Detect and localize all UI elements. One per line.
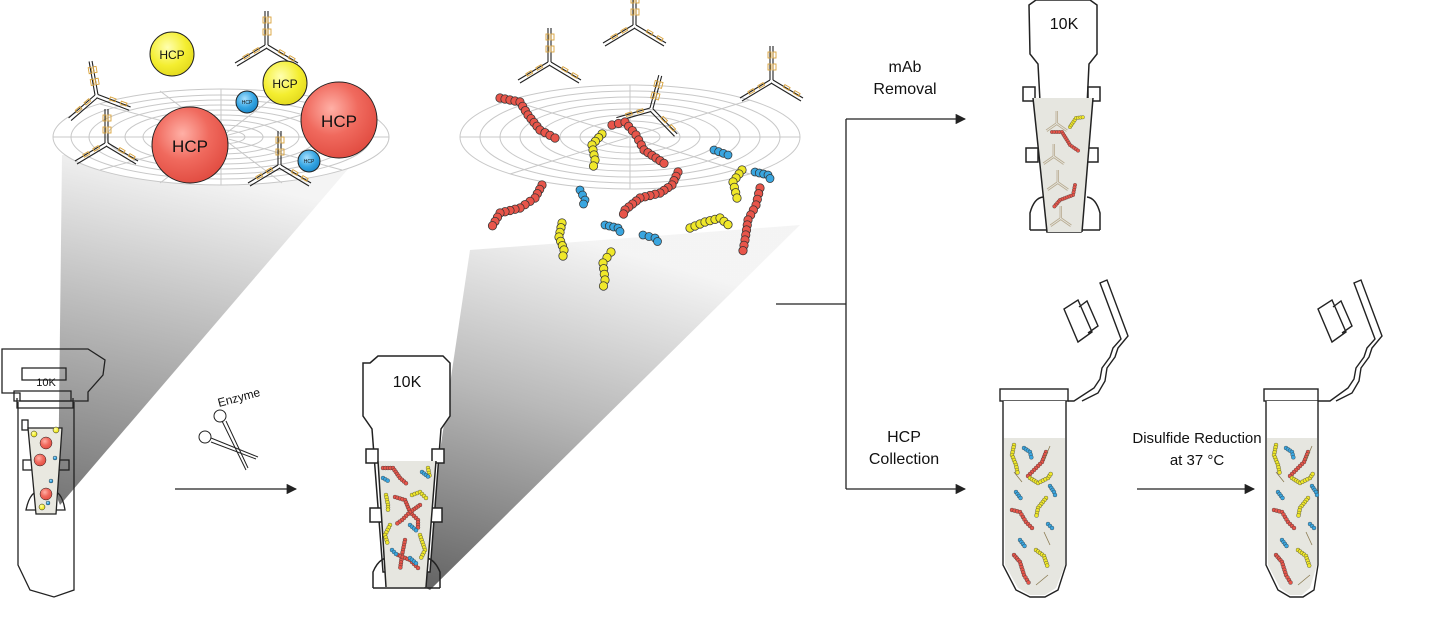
hcp-particle-large: HCP — [300, 81, 378, 159]
red-peptide — [1011, 552, 1031, 585]
blue-peptide — [1021, 445, 1034, 460]
antibody-fragment — [1035, 574, 1049, 586]
svg-text:HCP: HCP — [172, 137, 208, 156]
yellow-peptide — [1027, 471, 1053, 486]
tube-label: 10K — [36, 377, 56, 389]
stage1-zoom: HCP HCP HCP HCP HCP HCP — [52, 10, 390, 505]
yellow-peptide — [1009, 442, 1020, 475]
yellow-peptide — [383, 492, 391, 512]
blue-peptide — [1283, 445, 1296, 460]
blue-peptide — [1047, 483, 1058, 498]
antibody-fragment — [1297, 574, 1311, 586]
zoom-beam — [58, 155, 360, 505]
blue-peptide — [709, 145, 733, 160]
antibody-fragment — [1043, 531, 1051, 546]
mab-removal-tube — [1022, 0, 1101, 233]
blue-peptide — [419, 469, 431, 479]
yellow-peptide — [685, 213, 733, 233]
stage2-zoom — [420, 0, 804, 590]
red-peptide — [607, 117, 669, 168]
svg-text:HCP: HCP — [242, 100, 253, 106]
yellow-peptide — [1068, 115, 1085, 129]
svg-text:HCP: HCP — [159, 48, 184, 62]
reduced-sample-tube — [1263, 279, 1383, 598]
blue-peptide — [638, 230, 662, 246]
svg-text:HCP: HCP — [321, 112, 357, 131]
hcp-particle-small: HCP — [235, 90, 259, 114]
red-peptide — [495, 93, 560, 143]
stage1-tube — [1, 348, 106, 598]
blue-peptide — [389, 547, 399, 557]
blue-peptide — [1309, 483, 1320, 498]
yellow-peptide — [1289, 471, 1315, 486]
svg-text:HCP: HCP — [304, 159, 315, 165]
antibody-fragment — [1275, 471, 1285, 483]
blue-peptide — [1045, 521, 1055, 531]
blue-peptide — [600, 220, 625, 236]
disulfide-reduction-label: Disulfide Reduction — [1132, 430, 1261, 447]
yellow-peptide — [417, 532, 428, 560]
hcp-particle-large: HCP — [151, 106, 229, 184]
yellow-peptide — [409, 489, 429, 501]
stage2-tube — [362, 355, 451, 589]
yellow-peptide — [382, 522, 393, 545]
yellow-peptide — [1033, 547, 1050, 568]
red-peptide — [1052, 183, 1077, 209]
red-peptide — [380, 465, 409, 486]
yellow-peptide — [1271, 442, 1282, 475]
peptide-fragments — [487, 93, 775, 291]
blue-peptide — [1275, 489, 1285, 501]
yellow-peptide — [554, 218, 569, 261]
hcp-collection-tube — [999, 279, 1129, 598]
red-peptide — [1009, 507, 1035, 531]
hcp-particle-medium: HCP — [262, 60, 308, 106]
antibody-fragment — [1305, 445, 1313, 461]
red-peptide — [1025, 449, 1049, 479]
hcp-particle-medium: HCP — [149, 31, 195, 77]
antibody-fragment — [1043, 445, 1051, 461]
tube-label: 10K — [393, 374, 422, 391]
red-peptide — [738, 183, 765, 256]
blue-peptide — [380, 475, 390, 483]
mab-removal-label: mAb — [889, 59, 922, 76]
yellow-peptide — [1295, 547, 1312, 568]
blue-peptide — [1279, 537, 1289, 549]
blue-peptide — [1013, 489, 1023, 501]
red-peptide — [1050, 130, 1080, 153]
scissors-icon — [198, 409, 259, 471]
hcp-particle-small: HCP — [297, 149, 321, 173]
red-peptide — [487, 180, 547, 231]
yellow-peptide — [728, 165, 747, 203]
blue-peptide — [750, 167, 775, 183]
yellow-peptide — [598, 247, 616, 291]
yellow-peptide — [1296, 495, 1311, 518]
zoom-beam — [420, 225, 800, 590]
antibody-fragment — [1305, 531, 1313, 546]
blue-peptide — [1307, 521, 1317, 531]
enzyme-label: Enzyme — [216, 385, 262, 410]
svg-text:HCP: HCP — [272, 77, 297, 91]
red-peptide — [1271, 507, 1297, 531]
yellow-peptide — [1034, 495, 1049, 518]
blue-peptide — [575, 185, 590, 209]
blue-peptide — [407, 522, 419, 533]
red-peptide — [618, 167, 683, 219]
blue-peptide — [1017, 537, 1027, 549]
branch-connector — [776, 113, 967, 495]
red-peptide — [1273, 552, 1293, 585]
hcp-collection-label: HCP — [887, 429, 921, 446]
blue-peptide — [407, 555, 419, 566]
mab-removal-label: Removal — [873, 81, 936, 98]
hcp-collection-label: Collection — [869, 451, 939, 468]
disulfide-reduction-label: at 37 °C — [1170, 452, 1225, 469]
tube-label: 10K — [1050, 16, 1079, 33]
red-peptide — [395, 502, 423, 526]
yellow-peptide — [587, 129, 607, 171]
antibody-fragment — [1013, 471, 1023, 483]
